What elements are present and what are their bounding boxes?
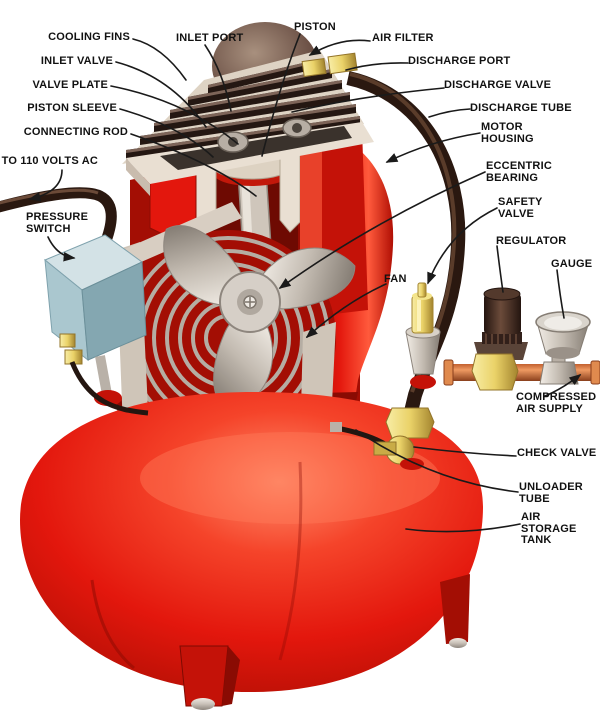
- inlet-port-shape: [217, 118, 312, 153]
- label-fan: FAN: [384, 273, 407, 285]
- pressure-switch-shape: [44, 234, 147, 406]
- leader-eccentric: [278, 171, 486, 289]
- label-eccentric-bearing: ECCENTRIC BEARING: [486, 160, 552, 184]
- label-compressed-air-supply: COMPRESSED AIR SUPPLY: [516, 391, 597, 415]
- leader-discharge-port: [345, 62, 409, 71]
- leader-safety-valve: [427, 207, 498, 285]
- check-valve-shape: [373, 407, 435, 470]
- gauge-shape: [535, 311, 591, 385]
- leader-discharge-valve: [291, 87, 445, 113]
- leader-air-tank: [405, 523, 521, 533]
- label-discharge-tube: DISCHARGE TUBE: [470, 102, 572, 114]
- label-safety-valve: SAFETY VALVE: [498, 196, 543, 220]
- gauge-face: [544, 316, 582, 330]
- label-inlet-port: INLET PORT: [176, 32, 244, 44]
- safety-valve-shape: [405, 282, 441, 389]
- leader-pressure-switch: [47, 236, 76, 262]
- tank-feet: [179, 574, 470, 710]
- label-discharge-port: DISCHARGE PORT: [408, 55, 511, 67]
- leader-to-110-volts: [28, 169, 63, 202]
- leader-compressed-air: [544, 374, 582, 397]
- label-valve-plate: VALVE PLATE: [32, 79, 108, 91]
- leader-piston-sleeve: [119, 108, 214, 158]
- leader-regulator: [496, 245, 504, 293]
- label-piston-sleeve: PISTON SLEEVE: [27, 102, 117, 114]
- leader-discharge-tube: [428, 108, 471, 118]
- label-connecting-rod: CONNECTING ROD: [23, 126, 128, 138]
- label-cooling-fins: COOLING FINS: [48, 31, 130, 43]
- fan-blades: [163, 225, 356, 412]
- label-motor-housing: MOTOR HOUSING: [481, 121, 534, 145]
- leader-fan: [305, 283, 387, 339]
- leader-connecting-rod: [130, 133, 257, 197]
- label-pressure-switch: PRESSURE SWITCH: [26, 211, 89, 235]
- label-regulator: REGULATOR: [496, 235, 567, 247]
- label-air-filter: AIR FILTER: [372, 32, 434, 44]
- label-unloader-tube: UNLOADER TUBE: [519, 481, 583, 505]
- leader-check-valve: [413, 446, 517, 457]
- leader-lines: [28, 33, 582, 533]
- leader-motor-housing: [385, 132, 481, 163]
- label-to-110-volts-ac: TO 110 VOLTS AC: [1, 155, 98, 167]
- leader-valve-plate: [110, 85, 239, 145]
- leader-piston: [261, 33, 301, 157]
- leader-air-filter: [308, 39, 371, 56]
- label-air-storage-tank: AIR STORAGE TANK: [521, 511, 577, 546]
- leader-inlet-port: [204, 44, 232, 112]
- label-piston: PISTON: [294, 21, 336, 33]
- leader-gauge: [556, 269, 565, 319]
- regulator-shape: [471, 287, 528, 391]
- label-discharge-valve: DISCHARGE VALVE: [444, 79, 552, 91]
- label-gauge: GAUGE: [551, 258, 593, 270]
- leader-unloader-tube: [355, 429, 519, 493]
- label-inlet-valve: INLET VALVE: [40, 55, 113, 67]
- label-check-valve: CHECK VALVE: [517, 447, 597, 459]
- leader-cooling-fins: [132, 38, 187, 81]
- air-storage-tank-shape: [20, 392, 484, 692]
